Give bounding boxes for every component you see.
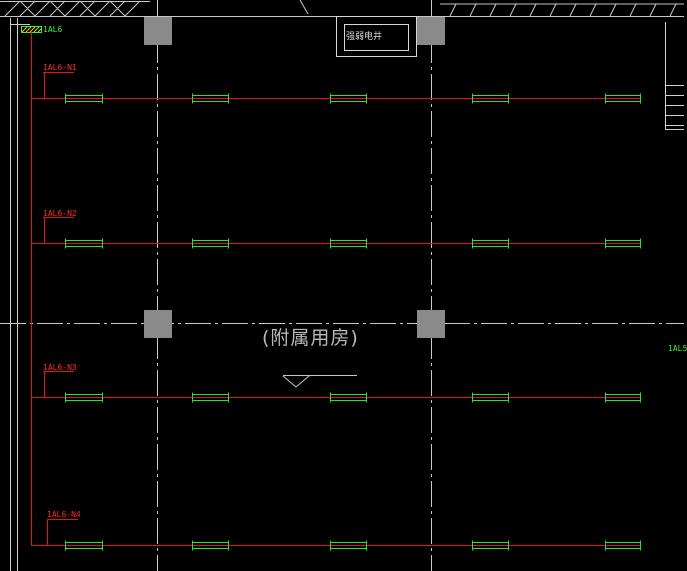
column xyxy=(417,310,445,338)
circuit-label: 1AL6-N3 xyxy=(43,363,77,372)
column xyxy=(144,310,172,338)
circuit-label: 1AL6-N4 xyxy=(47,510,81,519)
column xyxy=(144,17,172,45)
right-stair xyxy=(665,22,684,130)
left-wall xyxy=(10,18,30,571)
wall-hatching-right xyxy=(299,0,677,17)
side-label: 1AL5 xyxy=(668,344,687,353)
room-label: (附属用房) xyxy=(262,327,359,349)
wall-hatching xyxy=(4,0,141,17)
shaft-box xyxy=(336,16,417,57)
section-arrow xyxy=(282,375,357,388)
circuit-label: 1AL6-N1 xyxy=(43,63,77,72)
lighting-circuits xyxy=(31,72,641,551)
column xyxy=(417,17,445,45)
circuit-label: 1AL6-N2 xyxy=(43,209,77,218)
top-wall xyxy=(0,0,684,17)
structural-columns xyxy=(144,17,445,338)
panel-label: 1AL6 xyxy=(43,25,63,34)
shaft-label: 强弱电井 xyxy=(346,32,383,42)
